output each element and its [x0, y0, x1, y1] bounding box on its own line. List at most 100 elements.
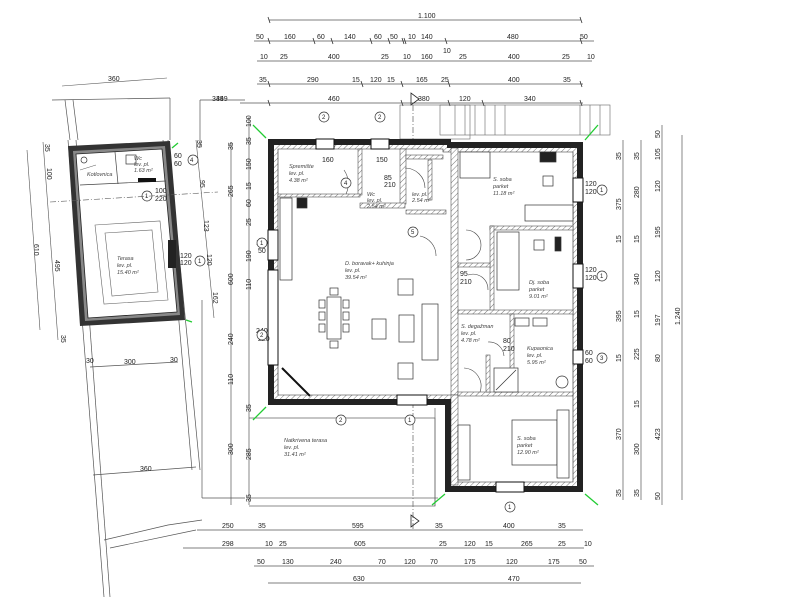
svg-text:5: 5: [411, 230, 415, 236]
left-dimension-labels: 35 265 600 240 110 300 100 35 150 15 60 …: [228, 115, 253, 502]
svg-text:1.100: 1.100: [418, 13, 436, 20]
svg-text:120: 120: [655, 270, 662, 282]
svg-text:340: 340: [524, 96, 536, 103]
svg-text:35: 35: [634, 152, 641, 160]
svg-text:120: 120: [585, 189, 597, 196]
svg-text:25: 25: [279, 541, 287, 548]
svg-text:105: 105: [655, 148, 662, 160]
svg-text:S. soba: S. soba: [493, 177, 512, 183]
svg-text:360: 360: [140, 466, 152, 473]
svg-text:480: 480: [507, 34, 519, 41]
svg-text:100: 100: [155, 188, 167, 195]
svg-text:S. degažman: S. degažman: [461, 324, 493, 330]
section-line-b: [49, 191, 219, 203]
svg-text:1: 1: [600, 188, 604, 194]
svg-text:Spremište: Spremište: [289, 164, 314, 170]
svg-text:1.63 m²: 1.63 m²: [134, 168, 153, 174]
svg-text:60: 60: [174, 161, 182, 168]
svg-text:175: 175: [464, 559, 476, 566]
interior-walls: [277, 147, 574, 486]
svg-text:280: 280: [634, 186, 641, 198]
svg-text:15.40 m²: 15.40 m²: [117, 270, 139, 276]
svg-text:265: 265: [228, 185, 235, 197]
svg-text:110: 110: [228, 374, 235, 385]
room-labels: Spremište lev. pl. 4.38 m² Wc lev. pl. 2…: [284, 164, 553, 458]
annex-dim-lines: [26, 77, 215, 341]
svg-text:2.54 m²: 2.54 m²: [411, 198, 431, 204]
svg-text:70: 70: [378, 559, 386, 566]
svg-text:100: 100: [246, 115, 253, 127]
svg-text:9.01 m²: 9.01 m²: [529, 294, 548, 300]
svg-text:80: 80: [655, 354, 662, 362]
svg-text:35: 35: [59, 335, 66, 343]
svg-text:140: 140: [344, 34, 356, 41]
svg-text:160: 160: [322, 157, 334, 164]
svg-text:400: 400: [503, 523, 515, 530]
svg-text:375: 375: [616, 198, 623, 210]
svg-text:395: 395: [616, 310, 623, 322]
svg-text:35: 35: [43, 144, 50, 152]
svg-text:Wc: Wc: [367, 192, 375, 198]
svg-text:265: 265: [521, 541, 533, 548]
svg-text:25: 25: [558, 541, 566, 548]
svg-text:30: 30: [86, 358, 94, 365]
svg-text:600: 600: [228, 273, 235, 285]
svg-text:210: 210: [460, 279, 472, 286]
svg-text:Kotlovnica: Kotlovnica: [87, 172, 112, 178]
svg-text:195: 195: [655, 226, 662, 238]
svg-text:35: 35: [246, 137, 253, 145]
svg-text:1: 1: [408, 418, 412, 424]
svg-text:400: 400: [328, 54, 340, 61]
windows: [267, 138, 584, 493]
svg-text:349: 349: [212, 96, 224, 103]
svg-text:110: 110: [246, 279, 253, 290]
svg-text:lev. pl.: lev. pl.: [461, 331, 477, 337]
svg-text:340: 340: [634, 273, 641, 285]
svg-text:120: 120: [370, 77, 382, 84]
svg-text:D. boravak+ kuhinja: D. boravak+ kuhinja: [345, 261, 394, 267]
svg-text:60: 60: [374, 34, 382, 41]
svg-text:120: 120: [180, 253, 192, 260]
svg-text:400: 400: [508, 77, 520, 84]
svg-text:123: 123: [202, 220, 209, 232]
svg-text:60: 60: [174, 153, 182, 160]
svg-text:175: 175: [548, 559, 560, 566]
annex-dim-labels: 360 349 30 300 30 360 610 35 100 495 35 …: [32, 76, 224, 473]
svg-text:15: 15: [352, 77, 360, 84]
svg-text:31.41 m²: 31.41 m²: [284, 452, 306, 458]
svg-text:4: 4: [190, 158, 194, 164]
svg-text:35: 35: [259, 77, 267, 84]
svg-text:50: 50: [257, 559, 265, 566]
svg-text:120: 120: [464, 541, 476, 548]
entry-stairs: [399, 104, 611, 140]
svg-text:240: 240: [330, 559, 342, 566]
svg-text:120: 120: [404, 559, 416, 566]
svg-text:60: 60: [585, 350, 593, 357]
svg-text:30: 30: [170, 357, 178, 364]
bottom-dimension-labels: 250 35 595 35 400 35 298 10 25 605 25 12…: [222, 523, 592, 583]
furniture: [279, 151, 574, 481]
svg-text:423: 423: [655, 428, 662, 440]
svg-text:2: 2: [339, 418, 343, 424]
svg-text:25: 25: [381, 54, 389, 61]
svg-text:35: 35: [616, 152, 623, 160]
svg-text:lev. pl.: lev. pl.: [412, 192, 428, 198]
svg-text:Natkrivena terasa: Natkrivena terasa: [284, 438, 327, 444]
svg-text:460: 460: [328, 96, 340, 103]
svg-text:140: 140: [421, 34, 433, 41]
svg-text:630: 630: [353, 576, 365, 583]
svg-text:lev. pl.: lev. pl.: [527, 353, 543, 359]
svg-text:3: 3: [600, 356, 604, 362]
svg-text:parket: parket: [492, 184, 509, 190]
svg-text:10: 10: [403, 54, 411, 61]
svg-text:150: 150: [376, 157, 388, 164]
svg-text:300: 300: [124, 359, 136, 366]
svg-text:11.18 m²: 11.18 m²: [493, 191, 514, 197]
svg-text:25: 25: [280, 54, 288, 61]
svg-text:370: 370: [616, 428, 623, 440]
svg-text:25: 25: [459, 54, 467, 61]
svg-text:35: 35: [558, 523, 566, 530]
svg-text:5.95 m²: 5.95 m²: [527, 360, 546, 366]
svg-text:2: 2: [378, 115, 382, 121]
